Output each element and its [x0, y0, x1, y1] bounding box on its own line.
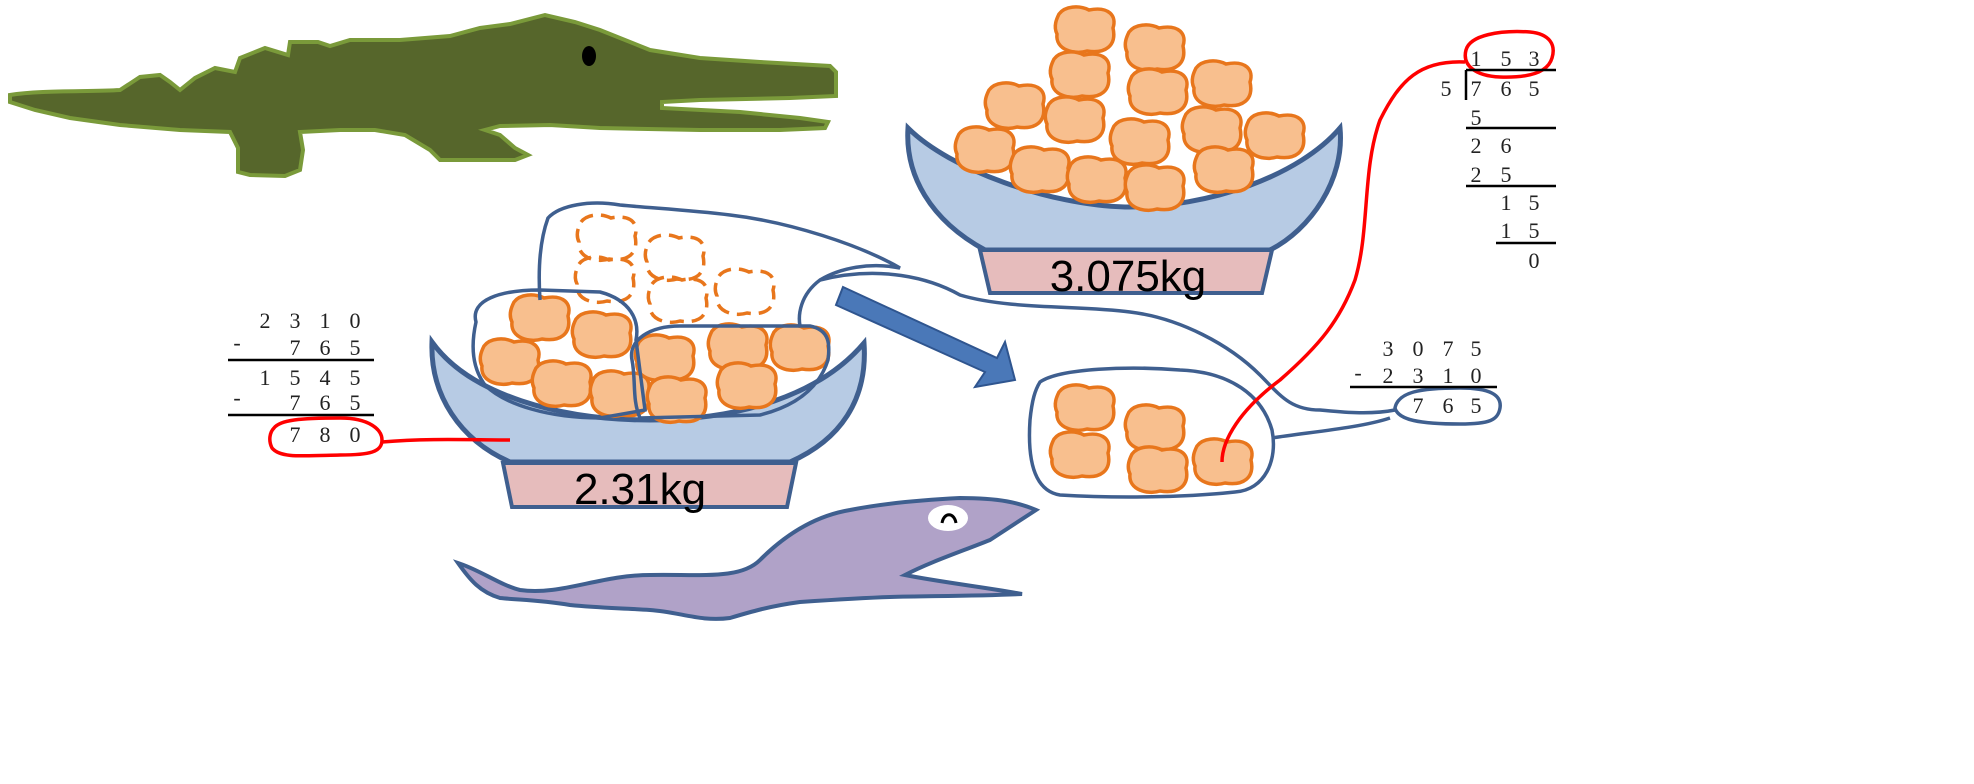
division-step-digit: 5 [1529, 218, 1540, 243]
removed-potatoes [575, 215, 774, 322]
division-step-digit: 2 [1471, 162, 1482, 187]
right-sub-digit: 0 [1471, 363, 1482, 388]
left-sub-digit: 5 [350, 390, 361, 415]
potato [1067, 157, 1126, 202]
left-sub-operator: - [233, 330, 240, 355]
left-sub-digit: 7 [290, 390, 301, 415]
division-step-digit: 5 [1471, 105, 1482, 130]
potato [1110, 119, 1169, 164]
left-sub-digit: 8 [320, 422, 331, 447]
removed-potato [577, 215, 636, 260]
crocodile-eye [582, 46, 596, 66]
left-subtraction: 2 3 1 0 - 7 6 5 1 5 4 5 - 7 6 5 7 8 0 [228, 308, 374, 447]
removed-potato [648, 277, 707, 322]
right-scale: 3.075kg [908, 7, 1341, 301]
right-sub-digit: 3 [1383, 336, 1394, 361]
potato [1128, 447, 1187, 492]
moved-potato-group [1050, 385, 1252, 492]
potato [1194, 147, 1253, 192]
right-sub-digit: 5 [1471, 336, 1482, 361]
crocodile-drawing [10, 15, 836, 176]
right-subtraction: 3 0 7 5 - 2 3 1 0 7 6 5 [1350, 336, 1497, 418]
potato [717, 363, 776, 408]
left-sub-digit: 7 [290, 422, 301, 447]
potato [532, 361, 591, 406]
division-step-digit: 5 [1529, 190, 1540, 215]
right-sub-digit: 7 [1413, 393, 1424, 418]
quotient-digit: 1 [1471, 46, 1482, 71]
snake-eye [928, 505, 968, 531]
right-potato-pile [955, 7, 1304, 210]
left-sub-digit: 1 [320, 308, 331, 333]
potato [1128, 69, 1187, 114]
potato [1125, 165, 1184, 210]
left-sub-digit: 3 [290, 308, 301, 333]
division-step-digit: 5 [1501, 162, 1512, 187]
removed-potato [715, 269, 774, 314]
right-sub-digit: 2 [1383, 363, 1394, 388]
right-sub-digit: 3 [1413, 363, 1424, 388]
dividend-digit: 6 [1501, 76, 1512, 101]
right-sub-digit: 0 [1413, 336, 1424, 361]
divisor: 5 [1441, 76, 1452, 101]
long-division: 1 5 3 5 7 6 5 5 2 6 2 5 1 5 1 5 0 [1441, 46, 1557, 273]
left-sub-digit: 5 [350, 335, 361, 360]
right-sub-digit: 1 [1443, 363, 1454, 388]
potato [1245, 113, 1304, 158]
division-step-digit: 1 [1501, 190, 1512, 215]
right-sub-digit: 6 [1443, 393, 1454, 418]
potato [572, 312, 631, 357]
group-link-outline [1272, 418, 1390, 438]
potato [1050, 432, 1109, 477]
right-sub-digit: 7 [1443, 336, 1454, 361]
left-sub-digit: 1 [260, 365, 271, 390]
left-sub-digit: 6 [320, 335, 331, 360]
left-sub-digit: 2 [260, 308, 271, 333]
right-weight-label: 3.075kg [1050, 252, 1207, 301]
division-step-digit: 6 [1501, 133, 1512, 158]
removed-potato [575, 257, 634, 302]
division-step-digit: 0 [1529, 248, 1540, 273]
potato [1055, 385, 1114, 430]
potato [1055, 7, 1114, 52]
potato [1050, 52, 1109, 97]
potato [510, 295, 569, 340]
potato [1045, 97, 1104, 142]
left-sub-digit: 5 [290, 365, 301, 390]
potato [985, 83, 1044, 128]
division-step-digit: 1 [1501, 218, 1512, 243]
left-sub-digit: 0 [350, 422, 361, 447]
right-sub-operator: - [1354, 360, 1361, 385]
potato [1010, 147, 1069, 192]
potato [480, 339, 539, 384]
right-sub-digit: 5 [1471, 393, 1482, 418]
removed-potato [645, 235, 704, 280]
red-line-left [382, 440, 510, 443]
left-sub-digit: 4 [320, 365, 331, 390]
potato [955, 127, 1014, 172]
left-sub-digit: 0 [350, 308, 361, 333]
dividend-digit: 7 [1471, 76, 1482, 101]
potato [1192, 61, 1251, 106]
quotient-digit: 3 [1529, 46, 1540, 71]
quotient-digit: 5 [1501, 46, 1512, 71]
left-sub-operator: - [233, 385, 240, 410]
potato [1125, 405, 1184, 450]
dividend-digit: 5 [1529, 76, 1540, 101]
left-sub-digit: 6 [320, 390, 331, 415]
potato [635, 335, 694, 380]
division-step-digit: 2 [1471, 133, 1482, 158]
left-weight-label: 2.31kg [574, 465, 706, 514]
left-sub-digit: 7 [290, 335, 301, 360]
left-sub-digit: 5 [350, 365, 361, 390]
snake-drawing [458, 498, 1036, 619]
potato [1125, 25, 1184, 70]
left-scale: 2.31kg [432, 215, 864, 514]
